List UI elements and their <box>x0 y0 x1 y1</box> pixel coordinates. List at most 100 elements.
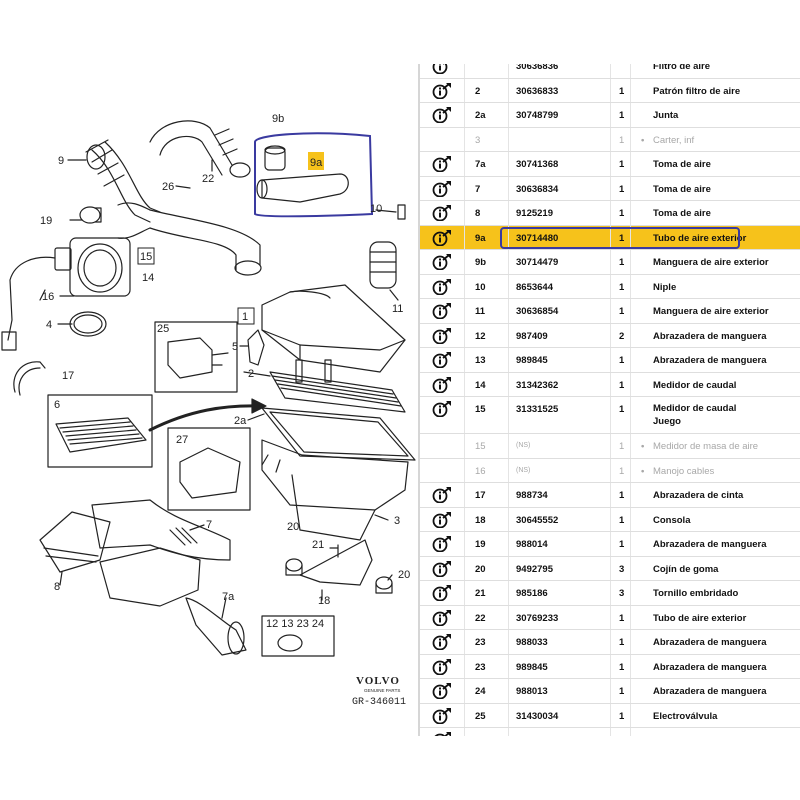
callout-18[interactable]: 18 <box>318 595 330 607</box>
info-arrow-icon[interactable] <box>432 229 454 246</box>
part-22-hose[interactable] <box>149 120 251 178</box>
callout-10[interactable]: 10 <box>370 203 382 215</box>
info-arrow-icon[interactable] <box>432 254 454 270</box>
info-arrow-icon[interactable] <box>432 82 454 99</box>
info-arrow-icon[interactable] <box>432 536 454 552</box>
cell-quantity: 1 <box>619 441 625 452</box>
part-9a-tube[interactable] <box>256 173 349 203</box>
callout-5[interactable]: 5 <box>232 341 238 353</box>
info-arrow-icon[interactable] <box>432 511 454 528</box>
info-arrow-icon[interactable] <box>432 107 454 123</box>
cell-description: Abrazadera de manguera <box>653 686 767 697</box>
info-arrow-icon[interactable] <box>432 376 454 393</box>
info-arrow-icon[interactable] <box>432 585 454 601</box>
callout-clamp-kit[interactable]: 12 13 23 24 <box>266 618 324 630</box>
info-arrow-icon[interactable] <box>432 683 454 699</box>
table-row[interactable]: 15(NS)1•Medidor de masa de aire <box>420 434 800 459</box>
callout-7a[interactable]: 7a <box>222 591 235 603</box>
callout-9a[interactable]: 9a <box>310 157 323 169</box>
callout-1[interactable]: 1 <box>242 311 248 323</box>
info-arrow-icon[interactable] <box>432 205 454 221</box>
callout-19[interactable]: 19 <box>40 215 52 227</box>
callout-9[interactable]: 9 <box>58 155 64 167</box>
table-row[interactable]: 16(NS)1•Manojo cables <box>420 458 800 483</box>
parts-diagram[interactable]: 9 9b 9a 19 26 22 10 15 14 16 11 4 1 25 5… <box>0 64 418 736</box>
callout-8[interactable]: 8 <box>54 581 60 593</box>
part-main-hose[interactable] <box>117 202 262 276</box>
part-14-air-meter[interactable] <box>54 237 131 297</box>
part-7a-intake[interactable] <box>99 547 247 656</box>
info-arrow-icon[interactable] <box>432 180 454 197</box>
info-arrow-icon[interactable] <box>432 327 454 344</box>
info-arrow-icon[interactable] <box>432 732 454 736</box>
callout-3[interactable]: 3 <box>394 515 400 527</box>
part-11-hose[interactable] <box>369 241 397 289</box>
cell-position: 19 <box>475 539 486 550</box>
callout-20-left[interactable]: 20 <box>287 521 299 533</box>
info-arrow-icon[interactable] <box>432 278 454 295</box>
info-arrow-icon[interactable] <box>432 401 454 417</box>
callout-25[interactable]: 25 <box>157 323 169 335</box>
callout-20-right[interactable]: 20 <box>398 569 410 581</box>
callout-2[interactable]: 2 <box>248 368 254 380</box>
info-arrow-icon[interactable] <box>432 609 454 626</box>
info-arrow-icon[interactable] <box>432 658 454 675</box>
part-8-intake[interactable] <box>39 511 111 573</box>
callout-6[interactable]: 6 <box>54 399 60 411</box>
callout-15[interactable]: 15 <box>140 251 152 263</box>
info-arrow-icon[interactable] <box>432 156 454 172</box>
callout-27[interactable]: 27 <box>176 434 188 446</box>
info-arrow-icon[interactable] <box>432 707 454 724</box>
callout-7[interactable]: 7 <box>206 519 212 531</box>
part-9-hose[interactable] <box>85 139 161 223</box>
callout-22[interactable]: 22 <box>202 173 214 185</box>
callout-14[interactable]: 14 <box>142 272 154 284</box>
info-arrow-icon[interactable] <box>432 634 454 650</box>
pane-divider[interactable] <box>418 64 420 736</box>
callout-26[interactable]: 26 <box>162 181 174 193</box>
table-row[interactable]: 269827741Tornillo embridado <box>420 728 800 736</box>
part-1-filter-housing-lid[interactable] <box>261 284 406 373</box>
callout-2a[interactable]: 2a <box>234 415 247 427</box>
callout-21[interactable]: 21 <box>312 539 324 551</box>
info-arrow-icon[interactable] <box>432 560 454 577</box>
callout-16[interactable]: 16 <box>42 291 54 303</box>
callout-9b[interactable]: 9b <box>272 113 284 125</box>
info-arrow-icon[interactable] <box>432 487 454 503</box>
callout-17[interactable]: 17 <box>62 370 74 382</box>
info-arrow-icon[interactable] <box>432 64 454 74</box>
callout-11[interactable]: 11 <box>392 303 403 315</box>
callout-4[interactable]: 4 <box>46 319 52 331</box>
cell-part-number: 30714479 <box>516 257 559 268</box>
part-9b-hose[interactable] <box>264 145 286 171</box>
part-3-lower-housing[interactable] <box>261 439 409 541</box>
info-arrow-icon[interactable] <box>432 303 454 319</box>
part-2-filter-element[interactable] <box>269 359 406 413</box>
info-arrow-icon[interactable] <box>432 352 454 368</box>
